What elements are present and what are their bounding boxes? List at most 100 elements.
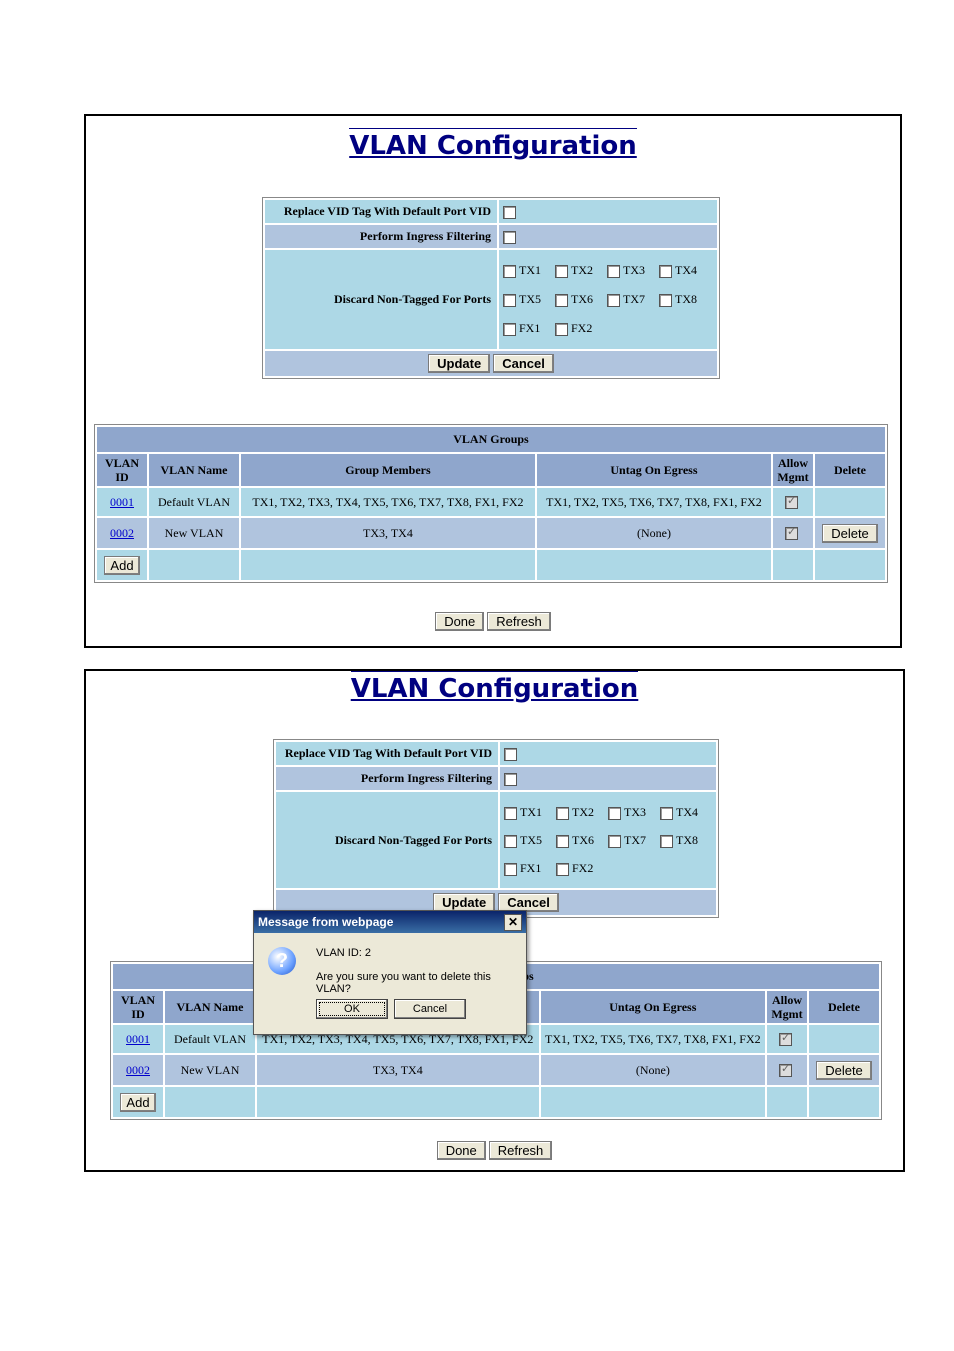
refresh-button[interactable]: Refresh [488, 1141, 553, 1160]
untag-egress: (None) [636, 525, 671, 540]
vlan-groups-table: VLAN Groups VLAN ID VLAN Name Group Memb… [110, 961, 882, 1120]
vlan-name: New VLAN [180, 1062, 240, 1077]
port-checkbox[interactable] [607, 293, 620, 307]
port-checkbox[interactable] [504, 834, 517, 848]
port-checkbox[interactable] [503, 264, 516, 278]
delete-button[interactable]: Delete [816, 1060, 872, 1080]
update-button[interactable]: Update [433, 893, 496, 912]
done-button[interactable]: Done [436, 1141, 486, 1160]
port-tx5[interactable]: TX5 [503, 285, 555, 314]
replace-vid-checkbox[interactable] [504, 747, 517, 761]
port-checkbox[interactable] [503, 293, 516, 307]
col-vlan-id: VLAN ID [113, 991, 163, 1023]
port-checkbox[interactable] [556, 806, 569, 820]
port-checkbox[interactable] [608, 834, 621, 848]
confirm-dialog: Message from webpage ✕ ? VLAN ID: 2 Are … [253, 910, 527, 1035]
port-checkbox[interactable] [504, 806, 517, 820]
add-button[interactable]: Add [104, 555, 140, 575]
col-allow-mgmt: Allow Mgmt [773, 454, 813, 486]
vlan-id-link[interactable]: 0001 [110, 494, 134, 509]
port-tx4[interactable]: TX4 [659, 256, 711, 285]
replace-vid-label: Replace VID Tag With Default Port VID [284, 746, 492, 760]
ingress-filter-checkbox[interactable] [503, 230, 516, 244]
port-checkbox[interactable] [660, 834, 673, 848]
port-fx2[interactable]: FX2 [556, 854, 608, 882]
col-allow-mgmt: Allow Mgmt [767, 991, 807, 1023]
port-checkbox[interactable] [555, 293, 568, 307]
discard-label: Discard Non-Tagged For Ports [334, 292, 491, 306]
question-icon: ? [268, 947, 296, 975]
port-checkbox[interactable] [608, 806, 621, 820]
dialog-vlan-id: VLAN ID: 2 [316, 947, 372, 959]
replace-vid-label: Replace VID Tag With Default Port VID [283, 204, 491, 218]
vlan-groups-header: VLAN Groups [97, 427, 885, 452]
cancel-button[interactable]: Cancel [498, 893, 559, 912]
vlan-name: Default VLAN [157, 494, 231, 509]
table-row: 0002 New VLAN TX3, TX4 (None) Delete [113, 1055, 879, 1085]
port-tx6[interactable]: TX6 [556, 826, 608, 854]
group-members: TX1, TX2, TX3, TX4, TX5, TX6, TX7, TX8, … [262, 1031, 534, 1046]
page-title: VLAN Configuration [349, 128, 637, 161]
cancel-button[interactable]: Cancel [493, 354, 554, 373]
port-tx1[interactable]: TX1 [503, 256, 555, 285]
col-delete: Delete [815, 454, 885, 486]
col-vlan-name: VLAN Name [165, 991, 255, 1023]
vlan-name: Default VLAN [173, 1031, 247, 1046]
port-tx8[interactable]: TX8 [660, 826, 712, 854]
port-tx4[interactable]: TX4 [660, 798, 712, 826]
port-checkbox[interactable] [607, 264, 620, 278]
port-tx5[interactable]: TX5 [504, 826, 556, 854]
vlan-id-link[interactable]: 0002 [110, 525, 134, 540]
port-checkbox[interactable] [504, 862, 517, 876]
port-tx2[interactable]: TX2 [556, 798, 608, 826]
table-row: 0002 New VLAN TX3, TX4 (None) Delete [97, 518, 885, 548]
update-button[interactable]: Update [428, 354, 491, 373]
port-checkbox[interactable] [659, 293, 672, 307]
dialog-cancel-button[interactable]: Cancel [394, 999, 466, 1019]
allow-mgmt-checkbox [785, 525, 798, 541]
col-vlan-id: VLAN ID [97, 454, 147, 486]
port-tx1[interactable]: TX1 [504, 798, 556, 826]
port-tx6[interactable]: TX6 [555, 285, 607, 314]
port-checkbox[interactable] [503, 322, 516, 336]
refresh-button[interactable]: Refresh [487, 612, 551, 631]
port-checkbox[interactable] [659, 264, 672, 278]
allow-mgmt-checkbox [779, 1062, 792, 1078]
port-checkbox[interactable] [555, 264, 568, 278]
allow-mgmt-checkbox [779, 1031, 792, 1047]
vlan-name: New VLAN [164, 525, 224, 540]
allow-mgmt-checkbox [785, 494, 798, 510]
port-checkbox[interactable] [556, 834, 569, 848]
config-table: Replace VID Tag With Default Port VID Pe… [273, 739, 719, 918]
port-checkbox[interactable] [555, 322, 568, 336]
done-button[interactable]: Done [435, 612, 485, 631]
vlan-id-link[interactable]: 0001 [126, 1031, 150, 1046]
ok-button[interactable]: OK [316, 999, 388, 1019]
group-members: TX1, TX2, TX3, TX4, TX5, TX6, TX7, TX8, … [252, 494, 524, 509]
add-button[interactable]: Add [120, 1092, 156, 1112]
port-tx7[interactable]: TX7 [607, 285, 659, 314]
vlan-id-link[interactable]: 0002 [126, 1062, 150, 1077]
close-icon[interactable]: ✕ [504, 914, 522, 931]
port-fx2[interactable]: FX2 [555, 314, 607, 343]
col-untag-egress: Untag On Egress [536, 454, 771, 486]
port-tx7[interactable]: TX7 [608, 826, 660, 854]
delete-button[interactable]: Delete [822, 523, 878, 543]
port-tx8[interactable]: TX8 [659, 285, 711, 314]
port-tx3[interactable]: TX3 [608, 798, 660, 826]
port-tx2[interactable]: TX2 [555, 256, 607, 285]
page-title: VLAN Configuration [350, 671, 639, 704]
col-delete: Delete [809, 991, 879, 1023]
port-fx1[interactable]: FX1 [504, 854, 556, 882]
dialog-title: Message from webpage [258, 915, 394, 929]
port-checkbox[interactable] [660, 806, 673, 820]
col-group-members: Group Members [241, 454, 535, 486]
replace-vid-checkbox[interactable] [503, 205, 516, 219]
dialog-message: Are you sure you want to delete this VLA… [316, 971, 491, 995]
untag-egress: (None) [635, 1062, 670, 1077]
table-row: 0001 Default VLAN TX1, TX2, TX3, TX4, TX… [97, 488, 885, 516]
port-fx1[interactable]: FX1 [503, 314, 555, 343]
port-tx3[interactable]: TX3 [607, 256, 659, 285]
port-checkbox[interactable] [556, 862, 569, 876]
ingress-filter-checkbox[interactable] [504, 772, 517, 786]
